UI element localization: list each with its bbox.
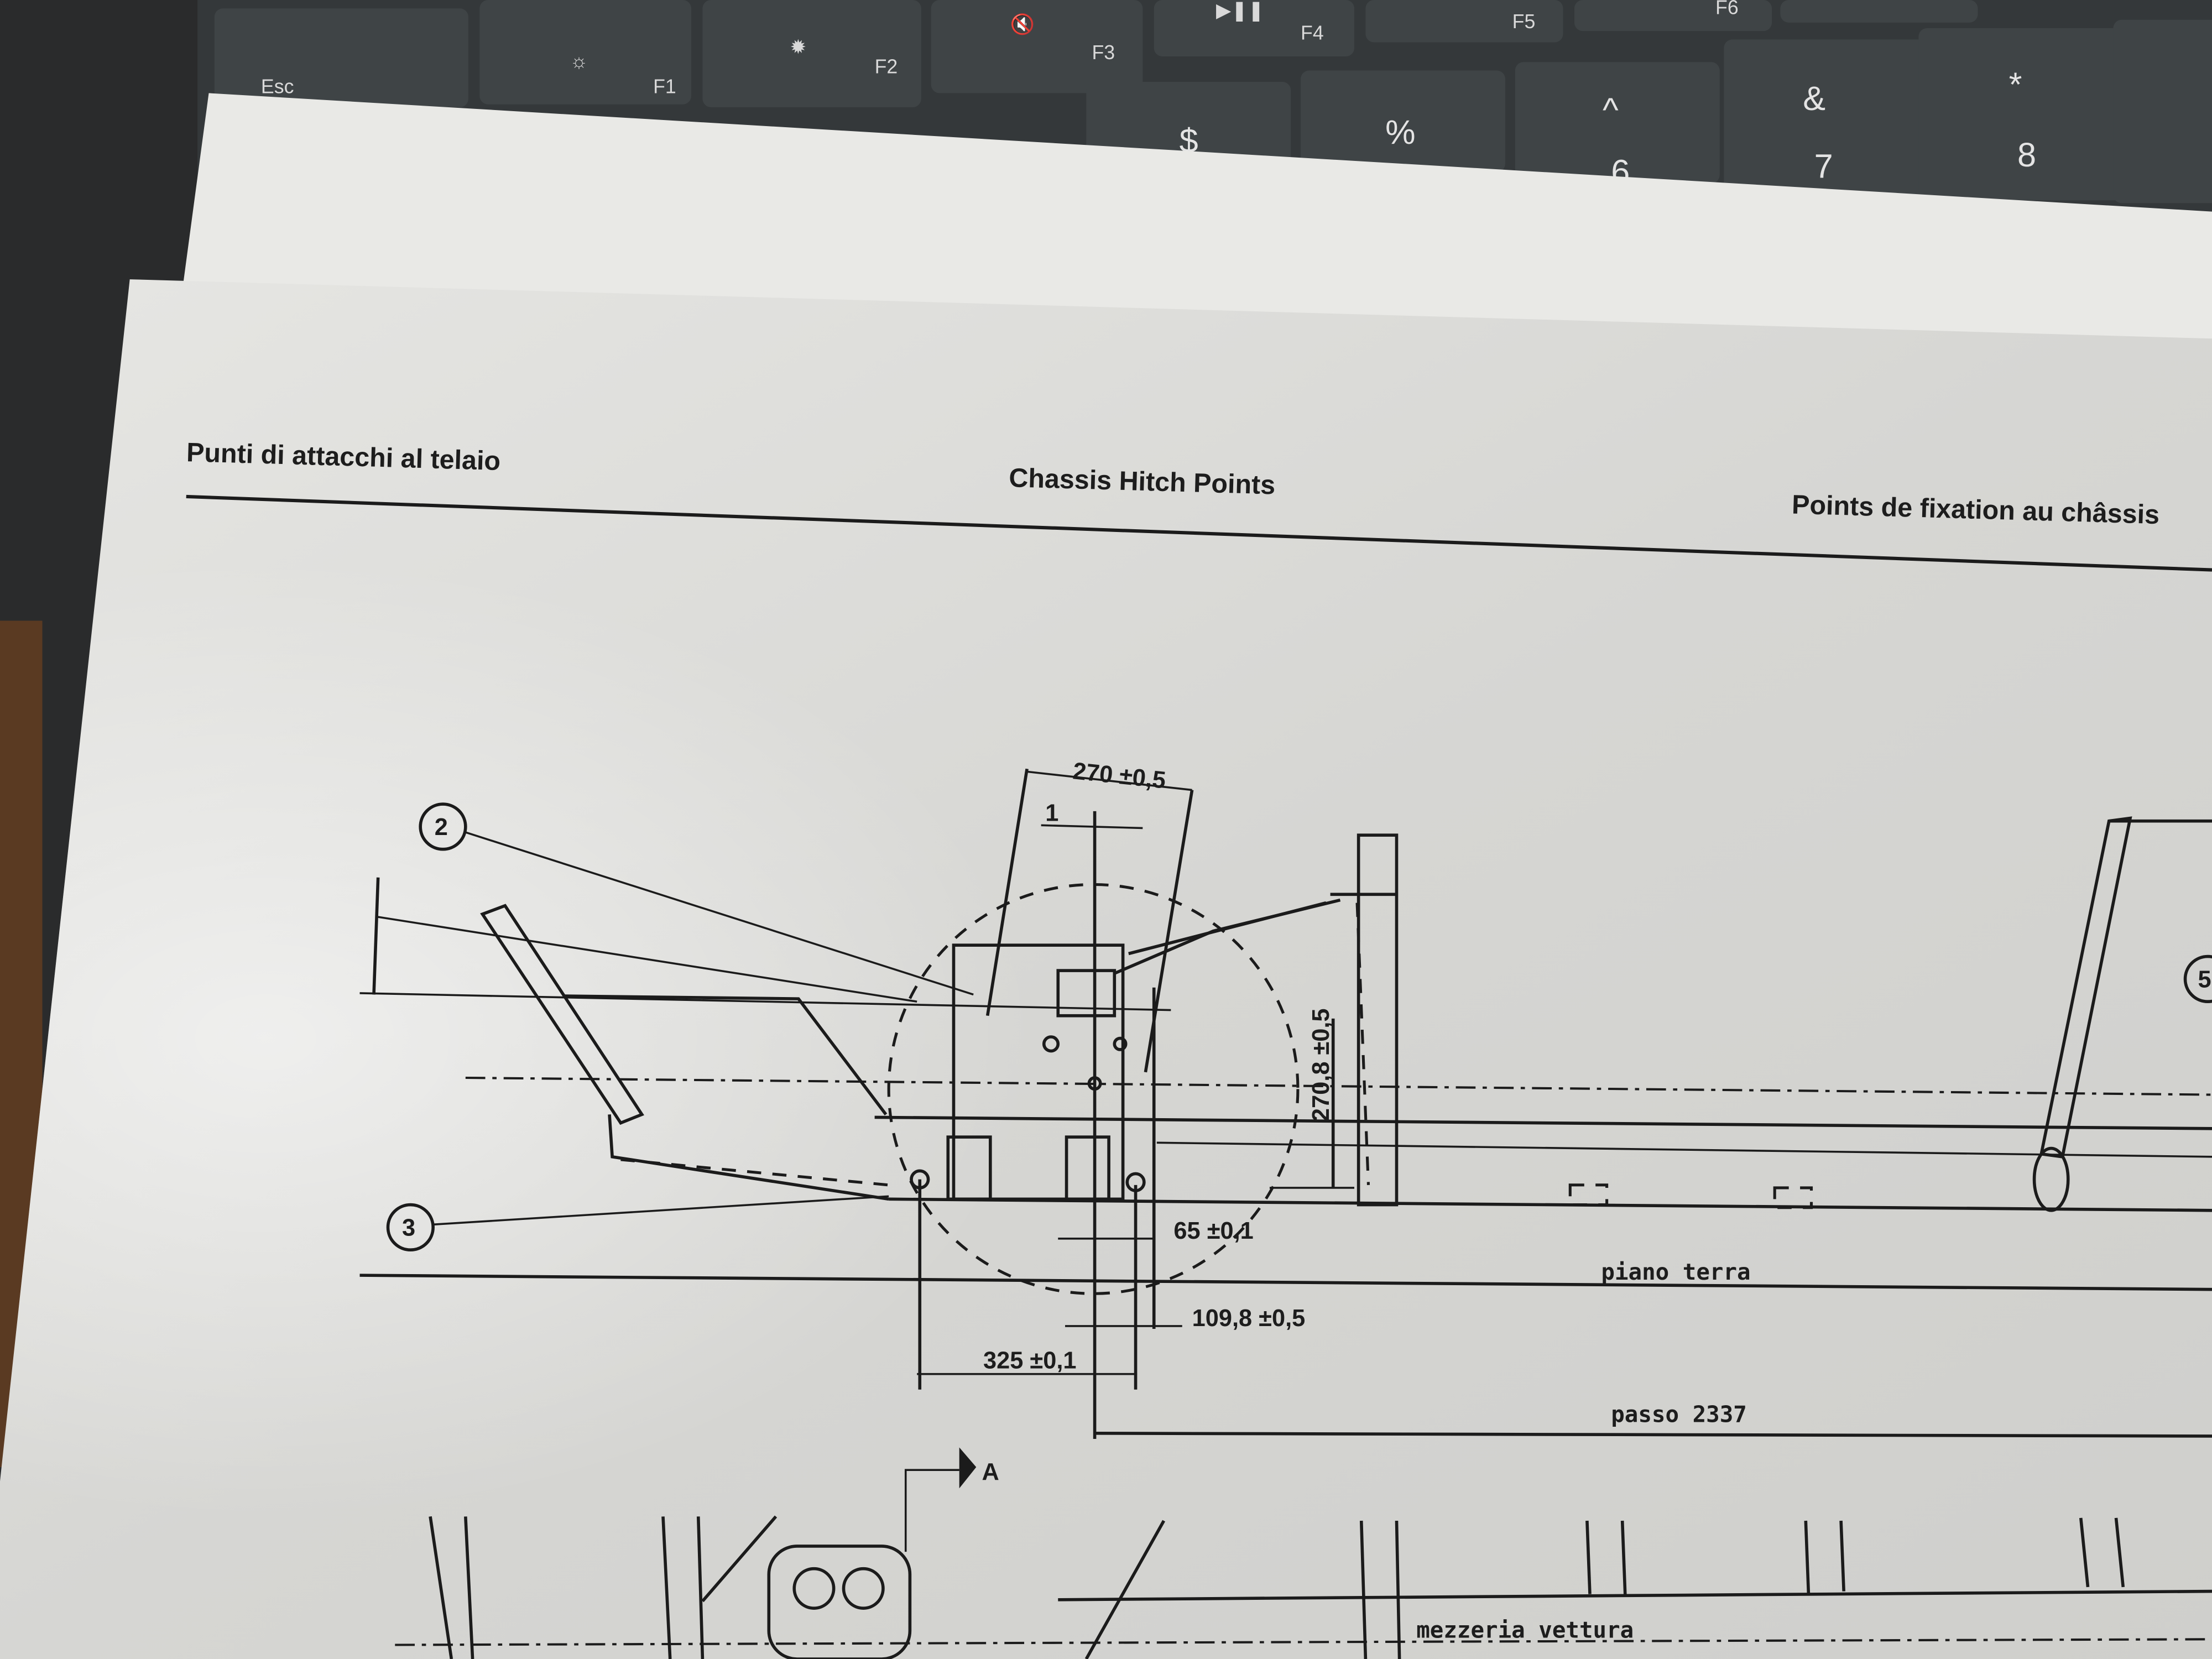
key-f5[interactable]: F5: [1365, 0, 1563, 43]
key-6[interactable]: ^6: [1515, 62, 1720, 191]
ground-label: piano terra: [1601, 1259, 1750, 1285]
key-f4[interactable]: F4 ▶❚❚: [1154, 0, 1354, 57]
svg-text:F2: F2: [875, 56, 898, 78]
plan-view: mezzeria vettura: [395, 1515, 2212, 1659]
wheel-envelope: [887, 883, 1300, 1295]
centerline-label: mezzeria vettura: [1416, 1617, 1634, 1644]
svg-text:5: 5: [2198, 967, 2211, 993]
key-percent[interactable]: %: [1301, 70, 1505, 173]
dim-270-8: 270,8 ±0,5: [1308, 1008, 1334, 1121]
ground-line: [359, 1274, 2212, 1291]
callout-5: 5: [2183, 954, 2212, 1004]
svg-text:Esc: Esc: [261, 75, 294, 97]
key-f2[interactable]: F2 ✹: [702, 0, 921, 107]
header-rule: [186, 494, 2212, 572]
svg-text:&: &: [1803, 80, 1825, 117]
header-english: Chassis Hitch Points: [1009, 463, 1276, 500]
wheelbase-line: [1094, 1432, 2212, 1438]
dim-109-8: 109,8 ±0,5: [1192, 1305, 1306, 1332]
key-f3[interactable]: F3 🔇: [931, 0, 1143, 93]
key-esc[interactable]: Esc: [214, 8, 468, 107]
dim-325: 325 ±0,1: [983, 1347, 1076, 1374]
wheelbase-label: passo 2337: [1611, 1401, 1747, 1427]
svg-text:F4: F4: [1301, 22, 1324, 44]
brightness-down-icon: ☼: [570, 50, 588, 72]
mute-icon: 🔇: [1010, 13, 1035, 35]
svg-text:8: 8: [2017, 136, 2036, 174]
svg-text:F5: F5: [1512, 11, 1536, 33]
svg-text:F3: F3: [1092, 41, 1115, 64]
svg-text:*: *: [2009, 65, 2022, 103]
svg-text:F1: F1: [653, 75, 676, 97]
dim-offset-1: 1: [1045, 800, 1058, 827]
svg-text:7: 7: [1814, 147, 1833, 185]
brightness-up-icon: ✹: [790, 36, 807, 58]
play-pause-icon: ▶❚❚: [1216, 0, 1264, 22]
key-f1[interactable]: F1 ☼: [479, 0, 691, 105]
svg-text:2: 2: [435, 814, 448, 841]
key-8[interactable]: *8: [1918, 28, 2124, 201]
section-a-label: A: [982, 1459, 999, 1485]
dim-65: 65 ±0,1: [1173, 1218, 1253, 1244]
svg-text:3: 3: [402, 1215, 415, 1241]
callout-3: 3: [386, 1195, 889, 1252]
key-7[interactable]: &7: [1724, 39, 1929, 195]
svg-text:^: ^: [1603, 91, 1619, 128]
key-f6[interactable]: F6: [1574, 0, 1772, 32]
svg-text:F6: F6: [1715, 0, 1739, 19]
svg-text:%: %: [1385, 113, 1415, 151]
callout-2: 2: [419, 802, 974, 996]
